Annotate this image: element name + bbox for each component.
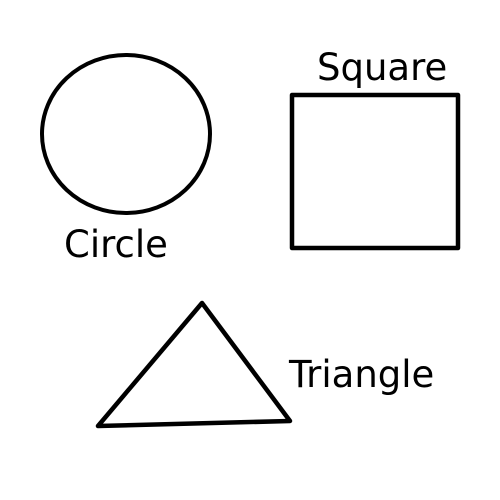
triangle-label: Triangle: [289, 353, 435, 396]
square-icon: [289, 92, 461, 251]
circle-label: Circle: [64, 223, 168, 266]
circle-icon: [40, 53, 212, 215]
square-label: Square: [317, 46, 448, 89]
triangle-icon: [95, 300, 293, 429]
